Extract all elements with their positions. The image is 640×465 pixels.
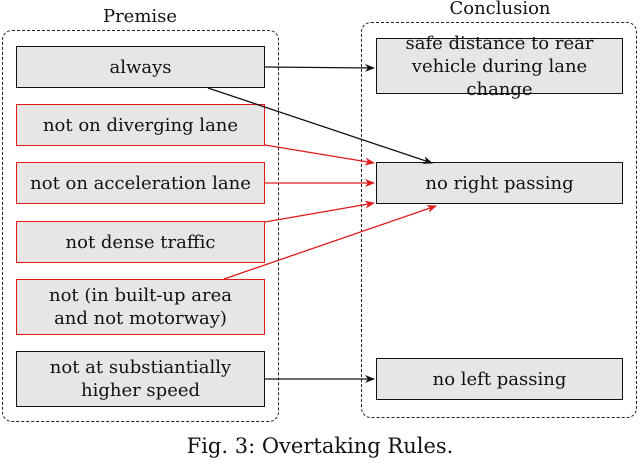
arrow-diverging-to-no-right-passing <box>264 144 375 166</box>
premise-not-dense: not dense traffic <box>16 221 265 263</box>
conclusion-no-right-passing-label: no right passing <box>425 172 574 194</box>
arrow-builtup-to-no-right-passing <box>223 205 437 280</box>
arrow-always-to-safe-distance <box>264 63 375 72</box>
figure-caption: Fig. 3: Overtaking Rules. <box>186 434 454 458</box>
premise-always: always <box>16 46 265 88</box>
premise-always-label: always <box>109 56 172 78</box>
premise-not-higher-speed: not at substiantially higher speed <box>16 351 265 407</box>
premise-not-builtup: not (in built-up area and not motorway) <box>16 279 265 335</box>
premise-not-diverging: not on diverging lane <box>16 104 265 146</box>
premise-not-builtup-line2: and not motorway) <box>54 308 227 329</box>
premise-not-higher-speed-line1: not at substiantially <box>49 357 232 378</box>
arrow-always-to-no-right-passing <box>207 87 433 164</box>
conclusion-safe-distance-line1: safe distance to rear <box>405 32 594 54</box>
conclusion-no-left-passing: no left passing <box>376 358 623 400</box>
arrow-dense-to-no-right-passing <box>264 200 375 223</box>
premise-not-acceleration-label: not on acceleration lane <box>30 172 251 194</box>
premise-group <box>2 30 279 422</box>
premise-not-builtup-line1: not (in built-up area <box>49 285 232 306</box>
premise-not-higher-speed-line2: higher speed <box>80 380 201 401</box>
premise-not-diverging-label: not on diverging lane <box>42 114 239 136</box>
premise-not-acceleration: not on acceleration lane <box>16 162 265 204</box>
conclusion-safe-distance-line2: vehicle during lane change <box>411 55 588 100</box>
premise-title: Premise <box>102 6 178 27</box>
conclusion-group <box>361 22 637 418</box>
conclusion-no-left-passing-label: no left passing <box>432 368 567 390</box>
conclusion-no-right-passing: no right passing <box>376 162 623 204</box>
premise-not-dense-label: not dense traffic <box>65 231 216 253</box>
conclusion-title: Conclusion <box>449 0 551 19</box>
conclusion-safe-distance: safe distance to rear vehicle during lan… <box>376 33 623 100</box>
